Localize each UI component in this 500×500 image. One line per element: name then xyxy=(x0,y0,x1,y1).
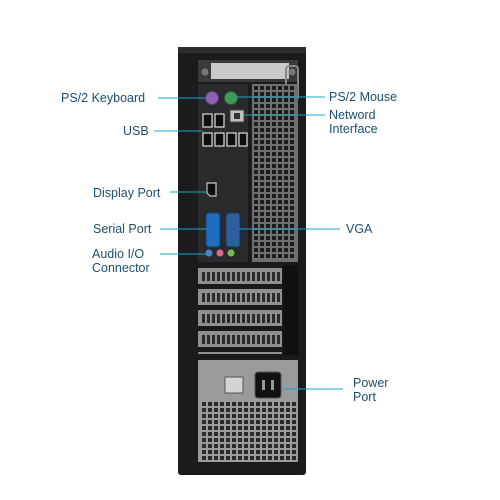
label-serial-port: Serial Port xyxy=(93,222,152,236)
label-audio-io: Audio I/O Connector xyxy=(92,247,150,275)
label-display-port: Display Port xyxy=(93,186,161,200)
ps2-keyboard-port xyxy=(205,91,219,105)
label-power-port: Power Port xyxy=(353,376,389,404)
thumb-screw xyxy=(288,68,296,76)
serial-port xyxy=(205,212,221,248)
power-port xyxy=(254,371,282,399)
expansion-slots xyxy=(198,265,298,355)
label-network-interface: Netword Interface xyxy=(329,108,378,136)
vga-port xyxy=(225,212,241,248)
audio-jack-blue xyxy=(205,249,213,257)
label-ps2-keyboard: PS/2 Keyboard xyxy=(61,91,146,105)
audio-jack-pink xyxy=(216,249,224,257)
vent-grille xyxy=(252,84,298,262)
psu-switch xyxy=(224,376,244,394)
label-ps2-mouse: PS/2 Mouse xyxy=(329,90,398,104)
ps2-mouse-port xyxy=(224,91,238,105)
display-port xyxy=(206,182,217,197)
thumb-screw xyxy=(201,68,209,76)
chassis-top-edge xyxy=(178,47,306,53)
usb-ports xyxy=(202,113,248,147)
leader-lines xyxy=(154,96,343,390)
audio-jack-green xyxy=(227,249,235,257)
top-bracket-plate xyxy=(211,63,289,79)
label-usb: USB xyxy=(123,124,149,138)
label-vga: VGA xyxy=(346,222,373,236)
